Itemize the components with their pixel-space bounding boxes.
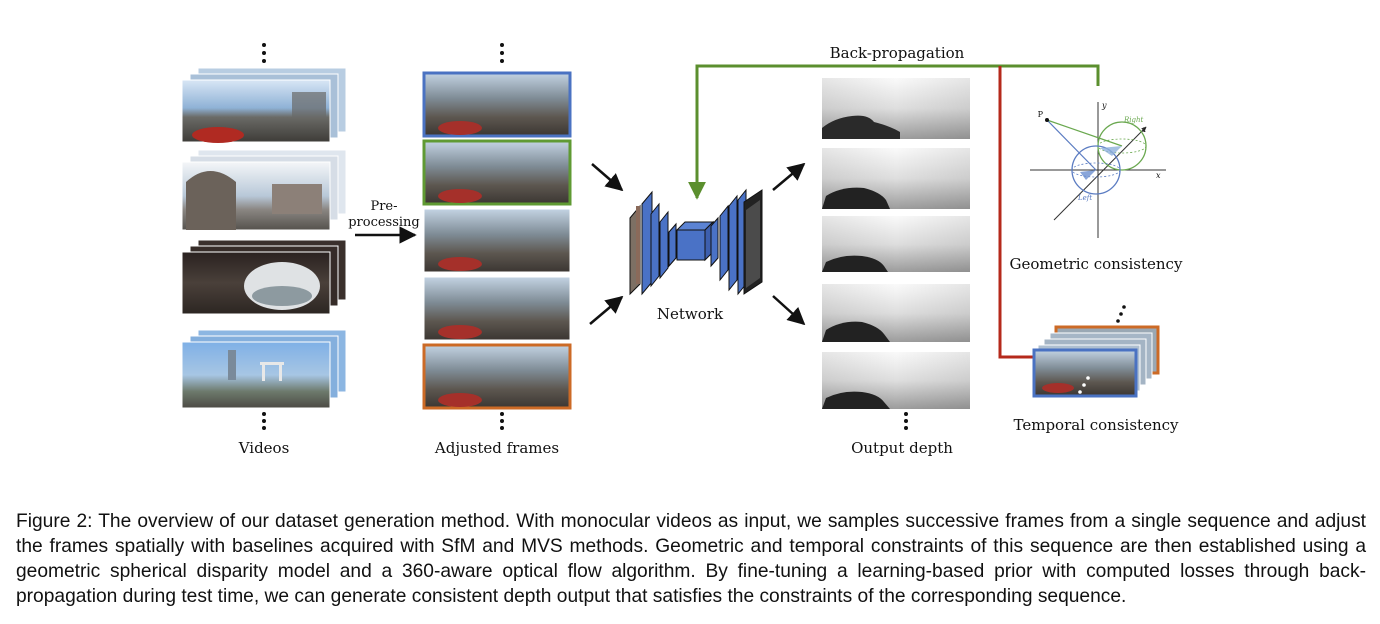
video-stack-4 xyxy=(181,329,347,409)
geo-right-label: Right xyxy=(1123,116,1143,124)
temporal-ellipsis xyxy=(1116,305,1126,323)
ellipsis-bottom-videos xyxy=(262,412,266,430)
adjusted-frame-3 xyxy=(423,208,571,273)
adjusted-frame-1 xyxy=(422,71,572,138)
depth-map-1 xyxy=(822,78,970,139)
geo-axis-z: z xyxy=(1141,125,1147,134)
ellipsis-bottom-frames xyxy=(500,412,504,430)
depth-map-5 xyxy=(822,352,970,409)
adjusted-frame-4 xyxy=(423,276,571,341)
depth-map-3 xyxy=(822,216,970,272)
temporal-inner-ellipsis xyxy=(1078,376,1090,394)
videos-column: Videos xyxy=(181,43,347,457)
backprop-label: Back-propagation xyxy=(830,44,965,62)
figure-caption: Figure 2: The overview of our dataset ge… xyxy=(16,511,1366,608)
geo-axis-x: x xyxy=(1156,171,1161,180)
pipeline-figure: Videos Pre- processing xyxy=(181,43,1183,457)
arrow-network-to-depth-bottom xyxy=(772,295,806,326)
arrow-frames-to-network-top xyxy=(591,163,624,192)
videos-label: Videos xyxy=(238,439,290,457)
temporal-feedback-line xyxy=(998,66,1034,359)
adjusted-frame-2 xyxy=(422,139,572,206)
output-depth-column: Output depth xyxy=(822,78,970,457)
video-stack-2 xyxy=(181,149,347,231)
ellipsis-top-videos xyxy=(262,43,266,63)
adjusted-frames-label: Adjusted frames xyxy=(434,439,559,457)
temporal-diagram: Temporal consistency xyxy=(1014,305,1180,434)
ellipsis-bottom-depth xyxy=(904,412,908,430)
backprop-path: Back-propagation xyxy=(688,44,1100,200)
adjusted-frames-column: Adjusted frames xyxy=(422,43,572,457)
preprocessing-label-line2: processing xyxy=(348,215,420,230)
ellipsis-top-frames xyxy=(500,43,504,63)
geometric-label: Geometric consistency xyxy=(1010,255,1183,273)
geometric-diagram: P y x z Right Left Geometric consistency xyxy=(1010,101,1183,273)
preprocessing-arrow: Pre- processing xyxy=(348,199,420,244)
adjusted-frame-5 xyxy=(422,343,572,410)
temporal-label: Temporal consistency xyxy=(1014,416,1180,434)
arrow-frames-to-network-bottom xyxy=(589,295,624,325)
output-depth-label: Output depth xyxy=(851,439,953,457)
video-stack-1 xyxy=(181,67,347,143)
video-stack-3 xyxy=(181,239,347,315)
network: Network xyxy=(629,188,763,323)
geo-left-label: Left xyxy=(1077,194,1092,202)
network-label: Network xyxy=(657,305,724,323)
geo-axis-y: y xyxy=(1101,101,1107,110)
depth-map-4 xyxy=(822,284,970,342)
preprocessing-label-line1: Pre- xyxy=(370,199,397,214)
geo-point-label: P xyxy=(1038,110,1044,119)
depth-map-2 xyxy=(822,148,970,209)
arrow-network-to-depth-top xyxy=(772,162,806,191)
